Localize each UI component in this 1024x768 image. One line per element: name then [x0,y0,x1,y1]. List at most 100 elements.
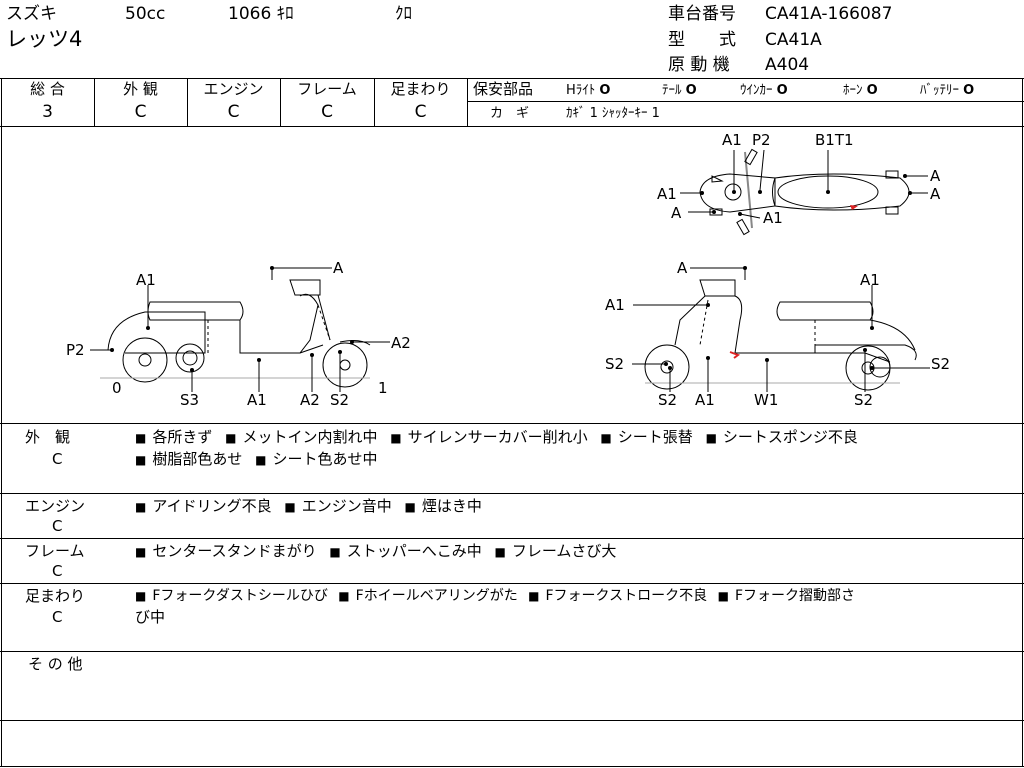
note-exterior-line-2: ■樹脂部色あせ ■シート色あせ中 [135,450,378,468]
rule-grade-2 [187,78,188,126]
label-top-b1t1: B1T1 [815,131,854,149]
safety-label: 保安部品 [473,80,534,98]
engine-cc: 50cc [125,4,166,24]
label-right-a1-left: A1 [605,296,625,314]
frame-no: CA41A-166087 [765,4,893,24]
note-exterior-line-1: ■各所きず ■メットイン内割れ中 ■サイレンサーカバー削れ小 ■シート張替 ■シ… [135,428,858,446]
label-top-p2: P2 [752,131,771,149]
engine-label: 原 動 機 [668,55,730,75]
note-exterior-grade: C [52,450,63,468]
safety-status-battery: O [963,83,975,98]
safety-item-battery: ﾊﾞｯﾃﾘｰ O [920,83,975,98]
model-name: レッツ4 [6,27,83,51]
label-left-s3: S3 [180,391,199,409]
grade-exterior-value: C [134,102,147,122]
label-left-a1: A1 [136,271,156,289]
label-top-a-right1: A [930,167,941,185]
label-left-a: A [333,259,344,277]
note-engine-label: エンジン [25,497,86,515]
engine-value: A404 [765,55,810,75]
label-top-a1-bottom: A1 [763,209,783,227]
label-right-a1-bottom: A1 [695,391,715,409]
note-exterior-label: 外 観 [25,428,71,446]
note-suspension-grade: C [52,608,63,626]
key-value: ｶｷﾞ 1 ｼｬｯﾀｰｷｰ 1 [566,106,660,121]
note-other-label: そ の 他 [28,655,83,673]
label-left-zero: 0 [112,379,122,397]
safety-status-headlight: O [599,83,611,98]
rule-diagram-bottom [0,423,1024,424]
rule-grade-3 [280,78,281,126]
label-right-a: A [677,259,688,277]
label-top-a1-left: A1 [657,185,677,203]
color: ｸﾛ [395,4,412,24]
type-value: CA41A [765,30,822,50]
safety-item-tail: ﾃｰﾙ O [662,83,697,98]
note-suspension-line-2: び中 [135,608,166,626]
scooter-left-view [100,268,371,388]
note-frame-line-1: ■センタースタンドまがり ■ストッパーへこみ中 ■フレームさび大 [135,542,617,560]
rule-note-1 [0,493,1024,494]
rule-note-2 [0,538,1024,539]
safety-status-horn: O [866,83,878,98]
note-suspension-label: 足まわり [25,587,86,605]
rule-bottom [0,766,1024,767]
label-right-w1: W1 [754,391,778,409]
label-top-a-right2: A [930,185,941,203]
safety-item-horn: ﾎｰﾝ O [843,83,878,98]
leader-lines [90,149,930,392]
damage-points [110,174,912,372]
label-right-a1-top: A1 [860,271,880,289]
rule-grade-1 [94,78,95,126]
label-left-a1-bottom: A1 [247,391,267,409]
scooter-top-view [699,148,910,236]
red-mark-right [729,351,741,359]
grade-overall-value: 3 [42,102,53,122]
label-left-a2-right: A2 [391,334,411,352]
note-suspension-line-1: ■Fフォークダストシールひび ■Fホイールベアリングがた ■Fフォークストローク… [135,588,855,604]
rule-right [1022,78,1023,767]
label-right-s2-far: S2 [854,391,873,409]
label-right-s2-left: S2 [605,355,624,373]
rule-note-3 [0,583,1024,584]
grade-frame-label: フレーム [297,80,357,98]
grade-exterior-label: 外 観 [123,80,158,98]
rule-grade-5 [467,78,468,126]
rule-note-4 [0,651,1024,652]
rule-safety-mid [468,101,1024,102]
safety-status-winker: O [776,83,788,98]
safety-status-tail: O [685,83,697,98]
grade-frame-value: C [321,102,333,122]
note-frame-grade: C [52,562,63,580]
note-engine-line-1: ■アイドリング不良 ■エンジン音中 ■煙はき中 [135,497,482,515]
rule-grade-bottom [0,126,1024,127]
rule-header-bottom [0,78,1024,79]
grade-engine-label: エンジン [203,80,264,98]
key-label: カ ギ [490,106,530,121]
grade-suspension-label: 足まわり [390,80,451,98]
rule-grade-4 [374,78,375,126]
label-left-p2: P2 [66,341,85,359]
rule-note-5 [0,720,1024,721]
label-top-a1: A1 [722,131,742,149]
maker: スズキ [6,4,57,24]
label-right-s2-bottom: S2 [658,391,677,409]
note-engine-grade: C [52,517,63,535]
safety-item-headlight: Hﾗｲﾄ O [566,83,611,98]
frame-no-label: 車台番号 [668,4,736,24]
type-label: 型 式 [668,30,736,50]
red-mark-top [850,205,858,210]
note-frame-label: フレーム [25,542,85,560]
label-left-s2: S2 [330,391,349,409]
mileage: 1066 ｷﾛ [228,4,294,24]
label-right-s2-right: S2 [931,355,950,373]
grade-suspension-value: C [414,102,427,122]
rule-left [1,78,2,767]
label-left-a2-bottom: A2 [300,391,320,409]
label-top-a-left: A [671,204,682,222]
safety-item-winker: ｳｲﾝｶｰ O [740,83,788,98]
label-left-one: 1 [378,379,388,397]
grade-engine-value: C [227,102,240,122]
grade-overall-label: 総 合 [30,80,65,98]
